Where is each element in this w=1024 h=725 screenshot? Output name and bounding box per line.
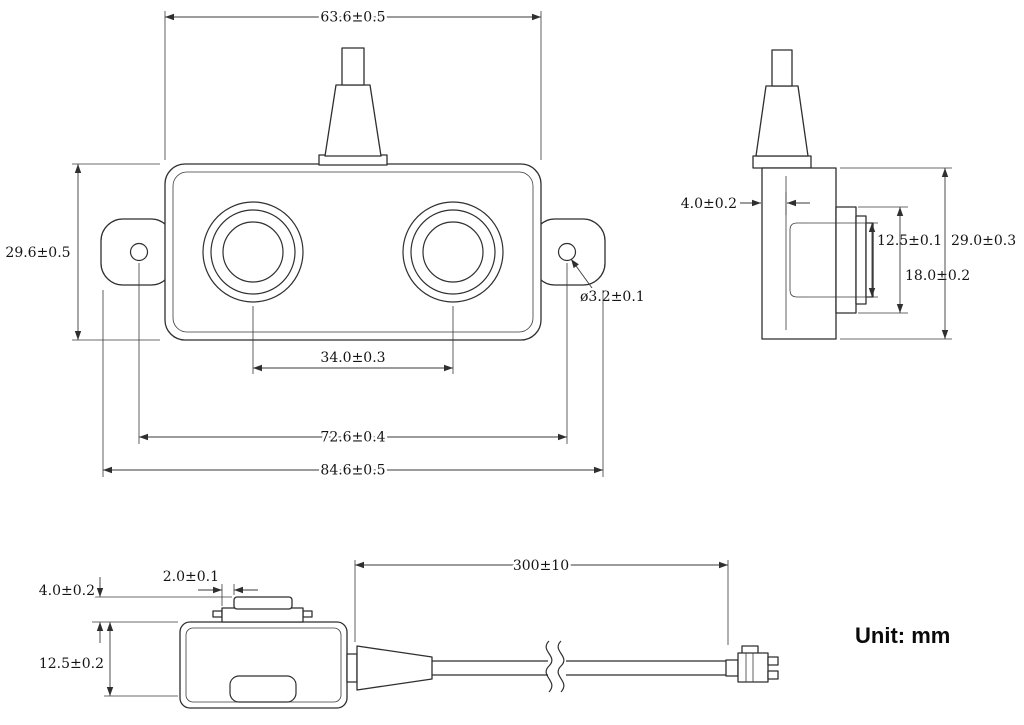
dim-mount-hole-spacing: 72.6±0.4 <box>138 263 568 448</box>
button-nub-right <box>302 610 313 618</box>
dim-bottom-body-thickness: 12.5±0.2 <box>36 622 178 697</box>
transducer-right-mid <box>410 209 496 295</box>
dim-label-body-thickness: 12.5±0.2 <box>39 656 104 672</box>
cable-break-symbol <box>545 640 553 693</box>
connector-cone <box>324 84 382 157</box>
transducer-right <box>402 201 504 303</box>
dim-label-overall-width: 84.6±0.5 <box>320 463 385 479</box>
button-nub-left <box>212 610 223 618</box>
cable-connector <box>725 645 779 683</box>
connector-cone <box>755 85 809 157</box>
transducer-left-outer <box>202 201 304 303</box>
bottom-view: 2.0±0.1 4.0±0.2 12.5±0.2 300±10 <box>36 556 779 709</box>
transducer-step-2 <box>855 215 867 305</box>
bottom-recess <box>229 675 297 703</box>
dim-label-transducer-height: 18.0±0.2 <box>905 268 970 284</box>
dim-label-mount-hole-spacing: 72.6±0.4 <box>320 430 385 446</box>
mount-hole-right <box>557 242 577 262</box>
button-step <box>221 607 304 623</box>
side-view: 4.0±0.2 12.5±0.1 18.0±0.2 29.0±0.3 <box>678 49 1019 340</box>
bottom-body-outline <box>179 621 348 709</box>
mount-ear-right <box>532 218 606 286</box>
dim-cable-length: 300±10 <box>354 556 729 645</box>
dim-label-transducer-spacing: 34.0±0.3 <box>320 350 385 366</box>
dim-body-height: 29.6±0.5 <box>3 163 160 341</box>
front-body-inner-outline <box>172 171 534 333</box>
connector-stub <box>771 49 793 87</box>
cable-neck <box>346 653 358 683</box>
dim-label-hole-diameter: ø3.2±0.1 <box>580 289 645 305</box>
dim-side-face: 12.5±0.1 <box>806 222 945 298</box>
connector-pin-bottom <box>767 670 779 680</box>
dim-hole-diameter: ø3.2±0.1 <box>570 258 647 308</box>
dim-top-width: 63.6±0.5 <box>164 7 542 160</box>
dim-transducer-spacing: 34.0±0.3 <box>252 306 454 374</box>
connector-base <box>752 155 812 169</box>
dim-side-transducer-height: 18.0±0.2 <box>858 206 973 314</box>
dim-label-overall-height: 29.0±0.3 <box>951 233 1016 249</box>
dim-label-top-width: 63.6±0.5 <box>320 10 385 26</box>
transducer-left <box>202 201 304 303</box>
transducer-right-outer <box>402 201 504 303</box>
dim-bottom-cap-overhang: 2.0±0.1 <box>160 567 258 606</box>
dim-label-button-height: 4.0±0.2 <box>39 583 95 599</box>
side-internal-bracket <box>789 222 806 298</box>
button-cap <box>233 596 293 610</box>
mount-ear-left <box>100 218 174 286</box>
dim-label-cap-overhang: 2.0±0.1 <box>163 569 219 585</box>
cable-assembly <box>346 640 779 693</box>
cable-break-symbol <box>557 640 565 693</box>
dim-label-body-height: 29.6±0.5 <box>5 245 70 261</box>
unit-label: Unit: mm <box>855 623 950 648</box>
dim-label-lip-depth: 4.0±0.2 <box>681 196 737 212</box>
dim-label-cable-length: 300±10 <box>513 558 569 574</box>
side-connector <box>752 49 812 169</box>
transducer-left-inner <box>222 221 284 283</box>
leader-line <box>570 258 593 289</box>
front-body-outline <box>164 163 542 341</box>
connector-pin-top <box>767 656 779 666</box>
dim-overall-width: 84.6±0.5 <box>102 290 604 481</box>
connector-ferrule <box>725 659 739 677</box>
dim-side-lip: 4.0±0.2 <box>678 192 810 215</box>
dim-label-face-height: 12.5±0.1 <box>877 233 942 249</box>
front-connector <box>318 47 388 166</box>
bottom-button <box>212 596 313 623</box>
transducer-right-inner <box>422 221 484 283</box>
dim-side-overall-height: 29.0±0.3 <box>840 167 1019 340</box>
front-view: 63.6±0.5 29.6±0.5 ø3.2±0.1 34.0±0.3 72.6… <box>3 7 647 481</box>
connector-stub <box>341 47 365 86</box>
mount-hole-left <box>129 242 149 262</box>
side-body-outline <box>761 167 837 340</box>
strain-relief-cone <box>356 645 433 691</box>
transducer-left-mid <box>210 209 296 295</box>
dim-bottom-button-height: 4.0±0.2 <box>36 577 232 643</box>
